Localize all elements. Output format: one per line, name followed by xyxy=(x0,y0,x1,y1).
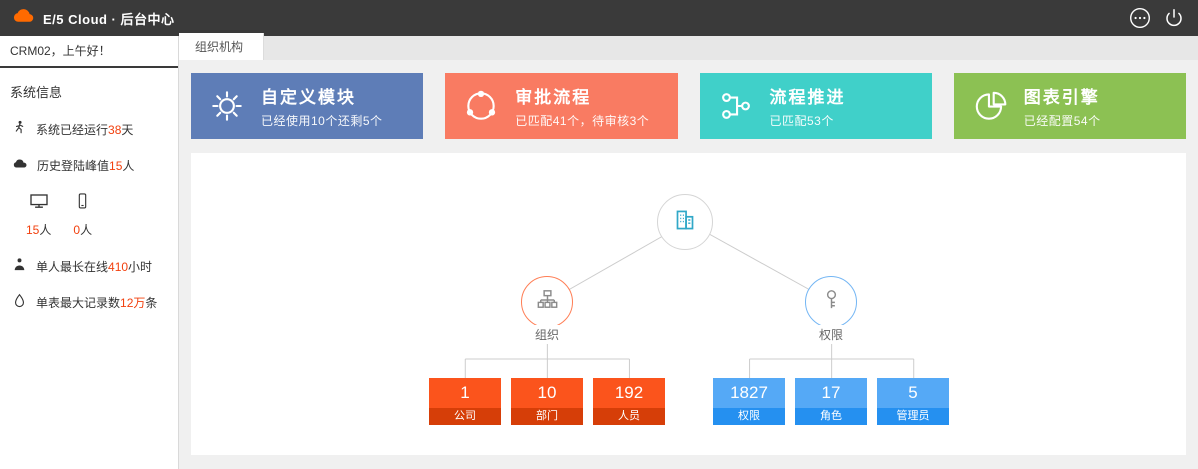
branch-label-permissions: 权限 xyxy=(813,325,849,344)
stat-text: 单人最长在线410小时 xyxy=(36,259,153,274)
power-icon[interactable] xyxy=(1162,6,1186,30)
box-label: 部门 xyxy=(511,408,583,425)
app-title: E/5 Cloud · 后台中心 xyxy=(43,11,175,27)
card-text: 流程推进 已匹配53个 xyxy=(770,83,846,129)
tab-strip: 组织机构 xyxy=(179,33,1198,60)
box-value: 1827 xyxy=(713,378,785,408)
card-subtitle: 已匹配41个，待审核3个 xyxy=(515,114,650,128)
stat-text: 系统已经运行38天 xyxy=(36,122,134,137)
card-text: 图表引擎 已经配置54个 xyxy=(1024,83,1101,129)
topbar: E/5 Cloud · 后台中心 xyxy=(0,0,1198,36)
phone-icon xyxy=(75,192,90,213)
tree-box-personnel[interactable]: 192 人员 xyxy=(593,378,665,425)
stat-longest-online: 单人最长在线410小时 xyxy=(0,248,178,284)
box-value: 192 xyxy=(593,378,665,408)
topbar-actions xyxy=(1128,6,1186,30)
share-icon xyxy=(461,86,501,126)
box-label: 公司 xyxy=(429,408,501,425)
stat-text: 历史登陆峰值15人 xyxy=(37,159,135,173)
person-icon xyxy=(12,257,27,275)
box-label: 人员 xyxy=(593,408,665,425)
card-approval-flow[interactable]: 审批流程 已匹配41个，待审核3个 xyxy=(445,73,678,139)
greeting: CRM02，上午好！ xyxy=(0,36,178,68)
brand: E/5 Cloud · 后台中心 xyxy=(12,8,175,29)
gear-icon xyxy=(207,86,247,126)
box-label: 管理员 xyxy=(877,408,949,425)
device-phone: 0人 xyxy=(73,192,92,238)
tree-node-organization[interactable] xyxy=(521,276,573,328)
stat-value: 12万 xyxy=(120,295,146,310)
card-process-advance[interactable]: 流程推进 已匹配53个 xyxy=(699,73,932,139)
box-value: 17 xyxy=(795,378,867,408)
tree-box-department[interactable]: 10 部门 xyxy=(511,378,583,425)
org-tree-panel: 组织 权限 1 公司 10 部门 192 人员 1827 xyxy=(191,153,1186,455)
cloud-logo-icon xyxy=(12,8,35,29)
card-title: 图表引擎 xyxy=(1023,88,1100,107)
card-title: 流程推进 xyxy=(769,88,846,107)
card-custom-modules[interactable]: 自定义模块 已经使用10个还剩5个 xyxy=(191,73,424,139)
card-chart-engine[interactable]: 图表引擎 已经配置54个 xyxy=(953,73,1186,139)
runner-icon xyxy=(12,120,27,138)
branch-label-organization: 组织 xyxy=(529,325,565,344)
stat-login-peak: 历史登陆峰值15人 xyxy=(0,147,178,184)
card-title: 自定义模块 xyxy=(261,88,356,107)
flow-icon xyxy=(716,86,756,126)
card-text: 审批流程 已匹配41个，待审核3个 xyxy=(515,83,649,129)
card-subtitle: 已经配置54个 xyxy=(1023,114,1101,128)
more-options-icon[interactable] xyxy=(1128,6,1152,30)
system-info-title: 系统信息 xyxy=(10,85,63,100)
key-icon xyxy=(818,286,845,318)
stat-value: 38 xyxy=(108,122,122,137)
main-content: 组织机构 自定义模块 已经使用10个还剩5个 xyxy=(179,33,1198,469)
device-desktop: 15人 xyxy=(26,192,51,238)
box-value: 10 xyxy=(511,378,583,408)
stat-uptime: 系统已经运行38天 xyxy=(0,111,178,147)
tree-box-company[interactable]: 1 公司 xyxy=(429,378,501,425)
droplet-icon xyxy=(12,293,27,311)
summary-cards: 自定义模块 已经使用10个还剩5个 审批流程 已匹配41个，待审核3个 xyxy=(179,60,1198,139)
tree-node-permissions[interactable] xyxy=(805,276,857,328)
cloud-icon xyxy=(12,156,28,175)
stat-value: 15 xyxy=(109,159,123,173)
device-value: 15人 xyxy=(26,223,52,237)
card-subtitle: 已匹配53个 xyxy=(769,114,834,128)
box-value: 1 xyxy=(429,378,501,408)
org-chart-icon xyxy=(534,286,561,318)
card-title: 审批流程 xyxy=(515,88,592,107)
pie-icon xyxy=(970,86,1010,126)
tree-root-node[interactable] xyxy=(657,194,713,250)
desktop-icon xyxy=(29,192,49,213)
device-value: 0人 xyxy=(73,223,93,237)
stat-text: 单表最大记录数12万条 xyxy=(36,295,158,310)
box-label: 角色 xyxy=(795,408,867,425)
box-value: 5 xyxy=(877,378,949,408)
tree-box-admins[interactable]: 5 管理员 xyxy=(877,378,949,425)
building-icon xyxy=(670,205,700,240)
stat-value: 410 xyxy=(108,259,129,274)
box-label: 权限 xyxy=(713,408,785,425)
tree-box-permissions-count[interactable]: 1827 权限 xyxy=(713,378,785,425)
card-subtitle: 已经使用10个还剩5个 xyxy=(261,114,383,128)
tree-box-roles[interactable]: 17 角色 xyxy=(795,378,867,425)
stat-max-records: 单表最大记录数12万条 xyxy=(0,284,178,320)
device-stats: 15人 0人 xyxy=(0,184,178,240)
tab-organization[interactable]: 组织机构 xyxy=(179,33,265,60)
card-text: 自定义模块 已经使用10个还剩5个 xyxy=(261,83,383,129)
sidebar: CRM02，上午好！ 系统信息 系统已经运行38天 历史登陆峰值15人 xyxy=(0,36,179,469)
